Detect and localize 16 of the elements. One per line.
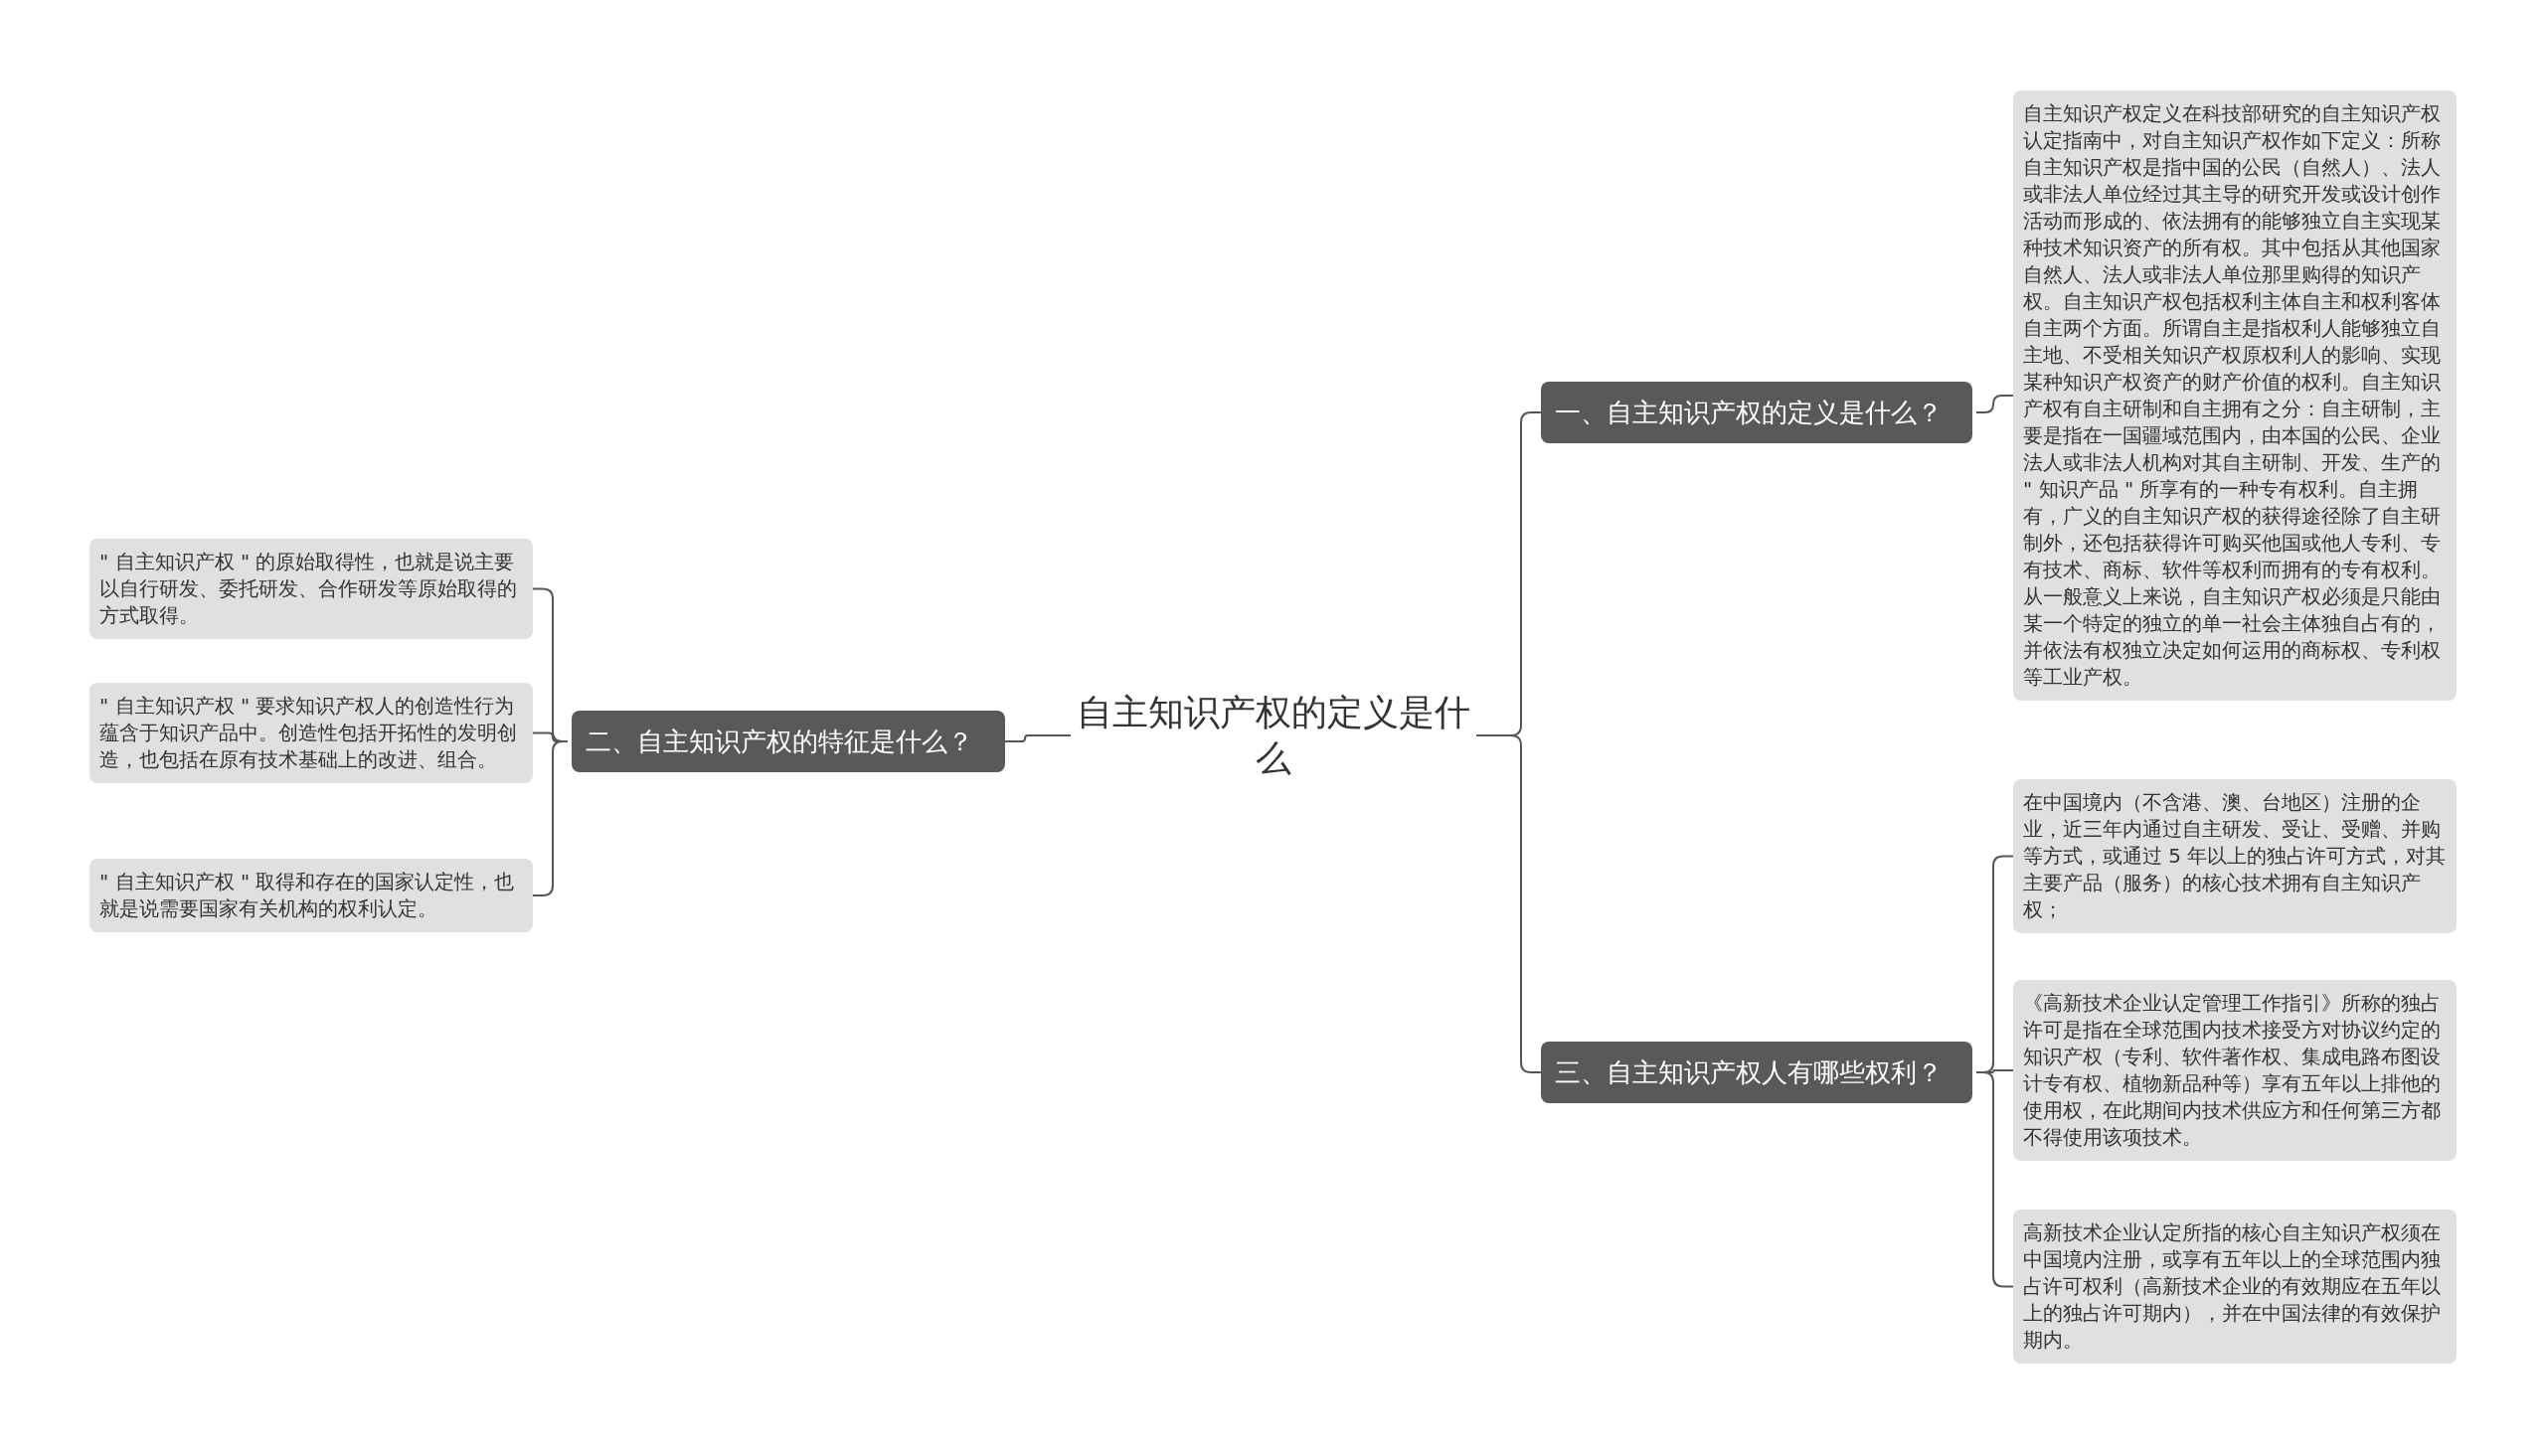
central-topic: 自主知识产权的定义是什么 [1075,690,1472,781]
note-card: " 自主知识产权 " 取得和存在的国家认定性，也就是说需要国家有关机构的权利认定。 [89,859,533,932]
connector-line [1975,1071,2014,1288]
connector-line [1975,395,2014,413]
note-card: " 自主知识产权 " 要求知识产权人的创造性行为蕴含于知识产品中。创造性包括开拓性的发明创造，也包括在原有技术基础上的改进、组合。 [89,683,533,783]
note-card: 自主知识产权定义在科技部研究的自主知识产权认定指南中，对自主知识产权作如下定义：所称自主知识产权是指中国的公民（自然人）、法人或非法人单位经过其主导的研究开发或设计创作活动而形成的、依法拥有的能够独立自主实现某种技术知识资产的所有权。其中包括从其他国家自然人、法人或非法人单位那里购得的知识产权。自主知识产权包括权利主体自主和权利客体自主两个方面。所谓自主是指权利人能够独立自主地、不受相关知识产权原权利人的影响、实现某种知识产权资产的财产价值的权利。自主知识产权有自主研制和自主拥有之分：自主研制，主要是指在一国疆域范围内，由本国的公民、企业法人或非法人机构对其自主研制、开发、生产的 " 知识产品 " 所享有的一种专有权利。自主拥有，广义的自主知识产权的获得途径除了自主研制外，还包括获得许可购买他国或他人专利、专有技术、商标、软件等权利而拥有的专有权利。从一般意义上来说，自主知识产权必须是只能由某一个特定的独立的单一社会主体独自占有的，并依法有权独立决定如何运用的商标权、专利权等工业产权。 [2013,90,2457,701]
connector-line [532,740,569,896]
note-card: 《高新技术企业认定管理工作指引》所称的独占许可是指在全球范围内技术接受方对协议约定的知识产权（专利、软件著作权、集成电路布图设计专有权、植物新品种等）享有五年以上排他的使用权，在此期间内技术供应方和任何第三方都不得使用该项技术。 [2013,980,2457,1161]
branch-topic: 二、自主知识产权的特征是什么？ [572,711,1005,772]
note-card: 在中国境内（不含港、澳、台地区）注册的企业，近三年内通过自主研发、受让、受赠、并购等方式，或通过 5 年以上的独占许可方式，对其主要产品（服务）的核心技术拥有自主知识产权； [2013,779,2457,933]
note-card: " 自主知识产权 " 的原始取得性，也就是说主要以自行研发、委托研发、合作研发等原始取得的方式取得。 [89,539,533,639]
note-card: 高新技术企业认定所指的核心自主知识产权须在中国境内注册，或享有五年以上的全球范围内独占许可权利（高新技术企业的有效期应在五年以上的独占许可期内），并在中国法律的有效保护期内。 [2013,1210,2457,1364]
branch-topic: 一、自主知识产权的定义是什么？ [1541,382,1972,443]
connector-line [1004,734,1072,742]
branch-topic: 三、自主知识产权人有哪些权利？ [1541,1042,1972,1103]
connector-line [1475,734,1542,1073]
